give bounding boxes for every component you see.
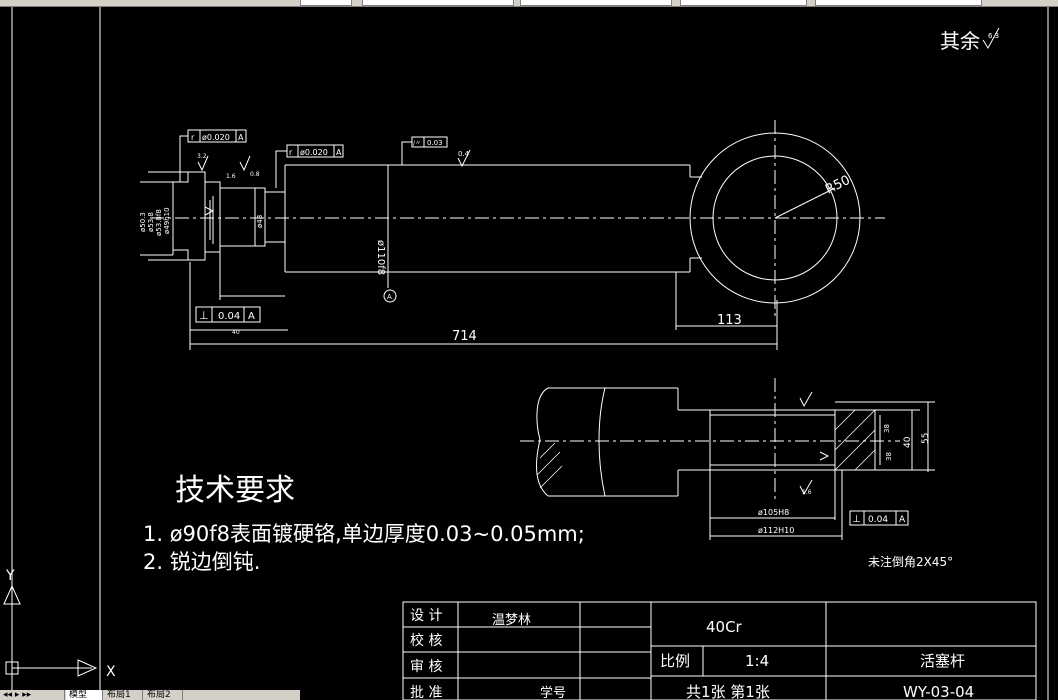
dim-hole-outer: ø112H10 — [758, 526, 794, 535]
tol-frame-flat — [401, 136, 448, 165]
roughness-other-label: 其余 — [940, 29, 980, 53]
drawing-canvas[interactable]: 其余 6.3 — [0, 7, 1058, 700]
dim-total-length: 714 — [452, 329, 477, 344]
roughness-marks-section — [799, 391, 830, 496]
dim-radius: R50 — [823, 173, 853, 198]
roughness-r3: 1.6 — [226, 173, 236, 180]
dim-step-dia-5: ø48 — [256, 215, 264, 228]
tol-runout-2-value: ø0.020 — [300, 148, 328, 157]
roughness-side: 1.6 — [802, 489, 812, 496]
main-view-centerline — [150, 120, 885, 318]
ucs-icon — [3, 584, 98, 677]
layout-tab-bar: ◂◂ ▸ ▸▸ 模型 布局1 布局2 — [0, 690, 300, 700]
toolbar-dropdown-1[interactable] — [300, 0, 352, 6]
toolbar-dropdown-4[interactable] — [680, 0, 807, 6]
dim-left-length: 40 — [232, 329, 240, 336]
tb-material: 40Cr — [706, 618, 743, 636]
tb-check-label: 校 核 — [410, 632, 442, 649]
dim-w-a: 38 — [883, 424, 891, 433]
dim-w-b: 38 — [885, 452, 893, 461]
tech-req-item-1: 1. ø90f8表面镀硬铬,单边厚度0.03~0.05mm; — [143, 522, 585, 546]
toolbar-dropdown-5[interactable] — [815, 0, 982, 6]
tol-perp-left-datum: A — [248, 311, 255, 322]
section-hatching — [536, 409, 876, 489]
tol-frame-runout-2 — [275, 144, 344, 188]
title-block-grid — [402, 601, 1037, 700]
roughness-other-value: 6.3 — [988, 32, 999, 40]
tol-runout-1-value: ø0.020 — [202, 133, 230, 142]
tol-perp-right-datum: A — [899, 515, 906, 525]
tb-part-name: 活塞杆 — [920, 652, 965, 670]
tb-sheets: 共1张 第1张 — [686, 683, 770, 700]
tab-model[interactable]: 模型 — [66, 690, 103, 700]
tol-runout-2-datum: A — [336, 148, 342, 157]
top-toolbar-strip — [0, 0, 1058, 7]
dim-714-lines — [189, 272, 778, 350]
tol-runout-1-symbol: r — [191, 133, 195, 142]
tb-review-label: 审 核 — [410, 659, 442, 675]
left-dim-extension-lines — [140, 171, 285, 312]
dim-rod-dia-line — [383, 165, 397, 303]
tol-perp-right-symbol: ⊥ — [852, 514, 861, 525]
dim-step-dia-4: ø49h10 — [163, 207, 171, 234]
tb-scale-label: 比例 — [660, 652, 690, 670]
tol-frame-perp-left — [195, 306, 261, 323]
ucs-x-label: X — [106, 664, 116, 680]
roughness-r1: 3.2 — [197, 153, 207, 160]
tol-runout-2-symbol: r — [289, 148, 293, 157]
tab-nav-arrows[interactable]: ◂◂ ▸ ▸▸ — [0, 690, 65, 700]
toolbar-dropdown-2[interactable] — [362, 0, 514, 6]
tab-layout1[interactable]: 布局1 — [104, 690, 143, 700]
tol-frame-runout-1 — [179, 129, 247, 182]
dim-step-dia-2: ø53.8 — [147, 212, 155, 232]
tol-perp-left-symbol: ⊥ — [199, 309, 209, 322]
chamfer-note: 未注倒角2X45° — [868, 554, 953, 569]
tol-frame-perp-right — [849, 510, 909, 526]
tech-req-item-2: 2. 锐边倒钝. — [143, 550, 260, 574]
tb-designer: 温梦林 — [492, 613, 531, 628]
roughness-marks-main — [197, 149, 471, 216]
section-centerlines — [520, 378, 900, 500]
dim-step-dia-3: ø53.8f8 — [155, 209, 163, 236]
dim-hole-inner: ø105H8 — [758, 508, 789, 517]
roughness-other-symbol — [982, 27, 1000, 49]
tb-scale: 1:4 — [745, 652, 769, 670]
dim-width-outer: 55 — [921, 433, 931, 444]
tol-flat-symbol: /〃 — [413, 140, 421, 147]
tol-perp-left-value: 0.04 — [218, 311, 240, 322]
tb-drawing-no: WY-03-04 — [903, 683, 974, 700]
dim-width: 40 — [903, 436, 913, 448]
tech-req-title: 技术要求 — [175, 473, 295, 508]
tab-layout2[interactable]: 布局2 — [144, 690, 183, 700]
ucs-y-label: Y — [5, 568, 15, 584]
dim-step-dia-1: ø50.3 — [139, 212, 147, 232]
tol-flat-value: 0.03 — [427, 139, 443, 147]
tb-design-label: 设 计 — [410, 608, 442, 624]
dim-eye-center: 113 — [717, 313, 742, 328]
roughness-r4: 0.8 — [250, 171, 260, 178]
tol-runout-1-datum: A — [238, 133, 244, 142]
datum-a-label: A — [387, 293, 392, 301]
tb-student-id-label: 学号 — [540, 685, 566, 700]
dim-rod-dia: ø110f8 — [375, 240, 386, 275]
tb-approve-label: 批 准 — [410, 685, 442, 700]
roughness-r2: 0.4 — [458, 150, 470, 158]
tol-perp-right-value: 0.04 — [868, 515, 888, 525]
toolbar-dropdown-3[interactable] — [520, 0, 672, 6]
